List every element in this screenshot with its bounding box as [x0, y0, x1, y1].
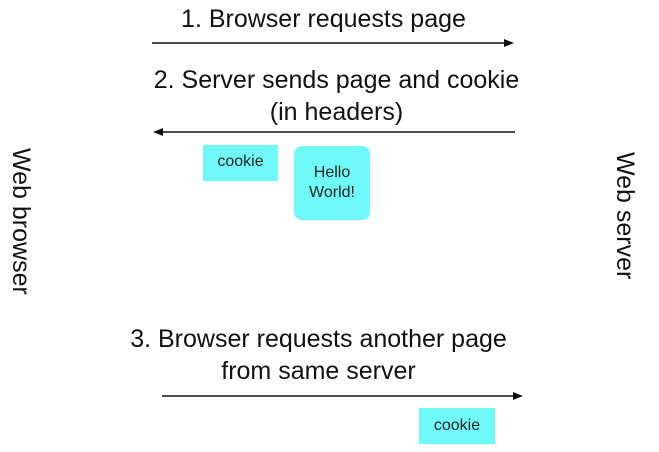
step-3-text: 3. Browser requests another page from sa… [0, 323, 648, 387]
web-browser-label: Web browser [7, 148, 35, 295]
page-line-1: Hello [313, 164, 351, 181]
step-1-line-1: 1. Browser requests page [181, 5, 466, 33]
step-2-text: 2. Server sends page and cookie (in head… [7, 64, 659, 128]
web-server-label: Web server [611, 152, 639, 280]
page-line-2: World! [309, 184, 355, 201]
step-1-text: 1. Browser requests page [0, 3, 653, 35]
step-2-line-1: 2. Server sends page and cookie [153, 66, 520, 94]
cookie-box-response: cookie [203, 145, 278, 181]
step-3-line-2: from same server [221, 357, 416, 385]
request-arrow-2 [162, 392, 523, 400]
page-box: Hello World! [294, 146, 370, 220]
cookie-box-request: cookie [419, 408, 495, 444]
step-3-line-1: 3. Browser requests another page [130, 325, 507, 353]
step-2-line-2: (in headers) [269, 98, 404, 126]
request-arrow-1 [152, 39, 514, 47]
response-arrow [153, 128, 515, 136]
